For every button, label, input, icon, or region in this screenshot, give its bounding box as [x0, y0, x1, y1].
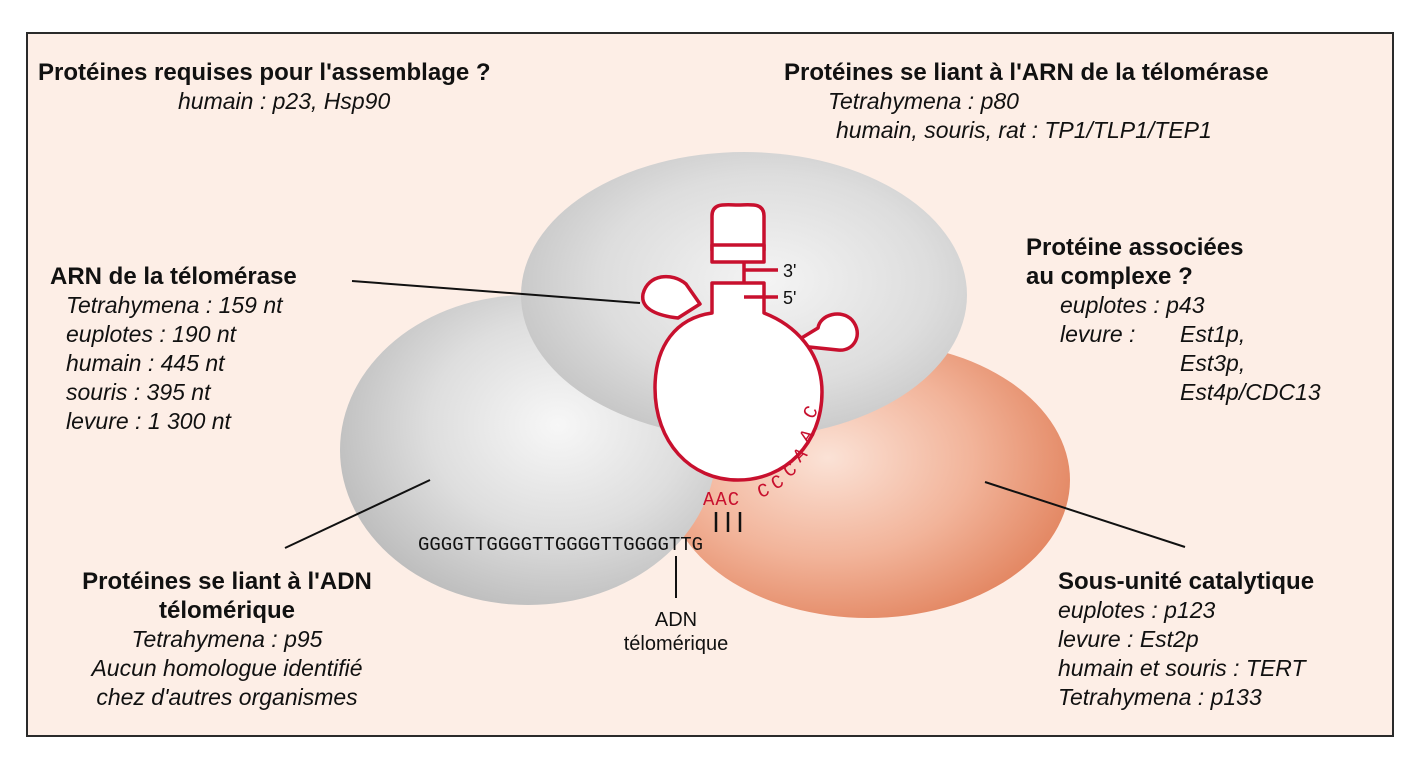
associated-levure-item: Est4p/CDC13	[1180, 379, 1321, 405]
dna-binding-line3: chez d'autres organismes	[96, 684, 358, 710]
assembly-line: humain : p23, Hsp90	[178, 88, 391, 114]
associated-levure-label: levure :	[1060, 321, 1136, 347]
associated-levure-item: Est3p,	[1180, 350, 1246, 376]
associated-line1: euplotes : p43	[1060, 292, 1205, 318]
leader-line-dna-binding	[284, 479, 431, 549]
catalytic-item: euplotes : p123	[1058, 597, 1216, 623]
catalytic-subunit-block: Sous-unité catalytique euplotes : p123 l…	[1058, 567, 1314, 712]
catalytic-item: levure : Est2p	[1058, 626, 1199, 652]
telomeric-dna-label: ADN télomérique	[596, 608, 756, 656]
rna-length-item: souris : 395 nt	[66, 379, 211, 405]
rna-3prime-label: 3'	[783, 261, 796, 281]
dna-binding-proteins-block: Protéines se liant à l'ADN télomérique T…	[42, 567, 412, 712]
dna-binding-title-line2: télomérique	[158, 597, 296, 624]
rna-binding-title: Protéines se liant à l'ARN de la télomér…	[784, 59, 1269, 86]
assembly-title: Protéines requises pour l'assemblage ?	[38, 59, 491, 86]
rna-length-item: euplotes : 190 nt	[66, 321, 237, 347]
rna-binding-line2: humain, souris, rat : TP1/TLP1/TEP1	[836, 117, 1212, 143]
base-pairing-marks	[714, 512, 742, 532]
rna-length-item: humain : 445 nt	[66, 350, 225, 376]
dna-binding-line2: Aucun homologue identifié	[91, 655, 363, 681]
telomerase-rna-block: ARN de la télomérase Tetrahymena : 159 n…	[50, 262, 297, 436]
rna-length-item: Tetrahymena : 159 nt	[66, 292, 283, 318]
associated-levure-item: Est1p,	[1180, 321, 1246, 347]
dna-binding-title-line1: Protéines se liant à l'ADN	[82, 568, 372, 595]
leader-line-catalytic	[984, 481, 1186, 548]
catalytic-title: Sous-unité catalytique	[1058, 568, 1315, 595]
associated-title-line1: Protéine associées	[1026, 234, 1244, 261]
telomeric-dna-label-line2: télomérique	[623, 633, 729, 655]
rna-length-item: levure : 1 300 nt	[66, 408, 231, 434]
telomerase-rna-title: ARN de la télomérase	[50, 263, 297, 290]
telomeric-dna-label-line1: ADN	[654, 609, 698, 631]
rna-template-paired: AAC	[703, 489, 740, 511]
dna-sequence: GGGGTTGGGGTTGGGGTTGGGGTTG	[418, 534, 703, 556]
rna-binding-proteins-block: Protéines se liant à l'ARN de la télomér…	[784, 58, 1269, 145]
associated-title-line2: au complexe ?	[1026, 263, 1193, 290]
catalytic-item: humain et souris : TERT	[1058, 655, 1306, 681]
leader-line-rna	[351, 280, 641, 304]
dna-binding-line1: Tetrahymena : p95	[131, 626, 323, 652]
telomerase-rna-structure	[641, 203, 859, 482]
catalytic-item: Tetrahymena : p133	[1058, 684, 1262, 710]
assembly-proteins-block: Protéines requises pour l'assemblage ? h…	[38, 58, 491, 116]
associated-proteins-block: Protéine associées au complexe ? euplote…	[1026, 233, 1321, 407]
rna-binding-line1: Tetrahymena : p80	[828, 88, 1019, 114]
rna-5prime-label: 5'	[783, 288, 796, 308]
